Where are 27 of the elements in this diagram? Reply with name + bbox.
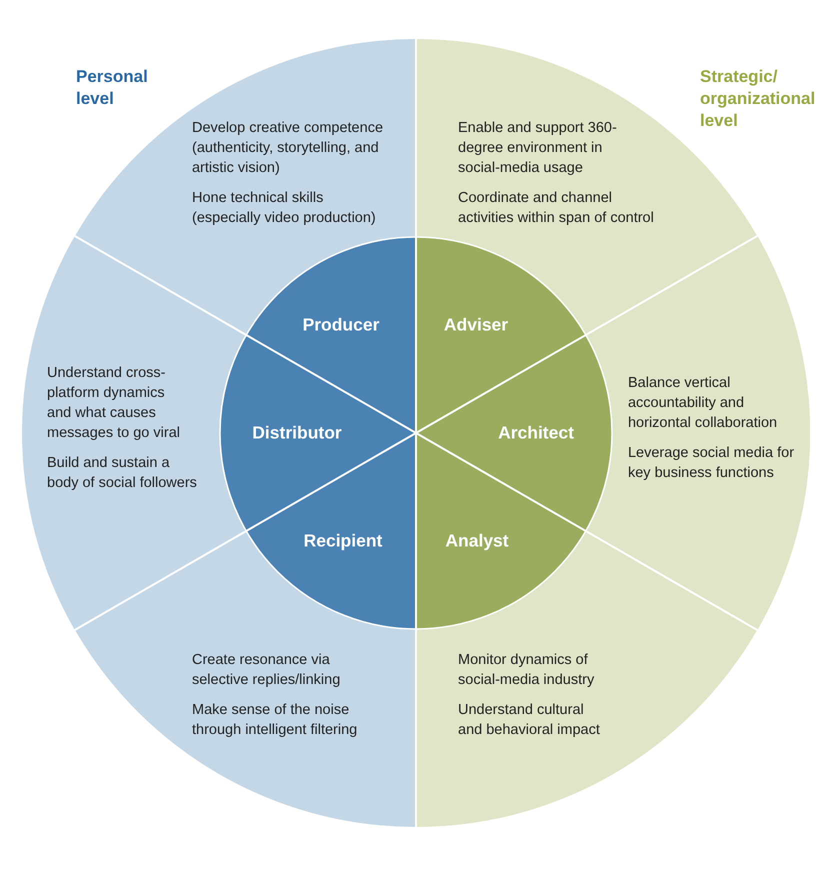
description-text: Coordinate and channel activities within span of control <box>458 189 655 228</box>
pie-sector <box>416 335 612 531</box>
description-text: Understand cross-platform dynamics and what causes messages to go viral <box>47 364 181 443</box>
description-text: Make sense of the noise through intelligent filtering <box>192 701 358 740</box>
description-text: Hone technical skills (especially video production) <box>192 189 377 228</box>
ring-sector <box>22 236 246 630</box>
ring-sector <box>586 236 810 630</box>
role-label: Architect <box>498 422 574 444</box>
description-text: Develop creative competence (authenticity, storytelling, and artistic vision) <box>192 119 384 178</box>
role-label: Analyst <box>445 530 509 552</box>
level-heading: Strategic/ organizational level <box>700 66 816 132</box>
ring-sector <box>74 531 416 827</box>
pie-sector <box>220 335 416 531</box>
description-text: Enable and support 360-degree environment in social-media usage <box>458 119 618 178</box>
ring-sector <box>74 39 416 335</box>
ring-sector <box>416 531 758 827</box>
description-text: Balance vertical accountability and horizontal collaboration <box>628 374 778 433</box>
description-text: Leverage social media for key business functions <box>628 444 796 483</box>
description-text: Monitor dynamics of social-media industry <box>458 651 596 690</box>
role-label: Distributor <box>252 422 342 444</box>
description-text: Understand cultural and behavioral impact <box>458 701 601 740</box>
role-label: Recipient <box>304 530 382 552</box>
description-text: Create resonance via selective replies/linking <box>192 651 342 690</box>
description-text: Build and sustain a body of social followers <box>47 454 198 493</box>
role-label: Adviser <box>444 314 508 336</box>
level-heading: Personal level <box>76 66 149 110</box>
role-label: Producer <box>302 314 380 336</box>
